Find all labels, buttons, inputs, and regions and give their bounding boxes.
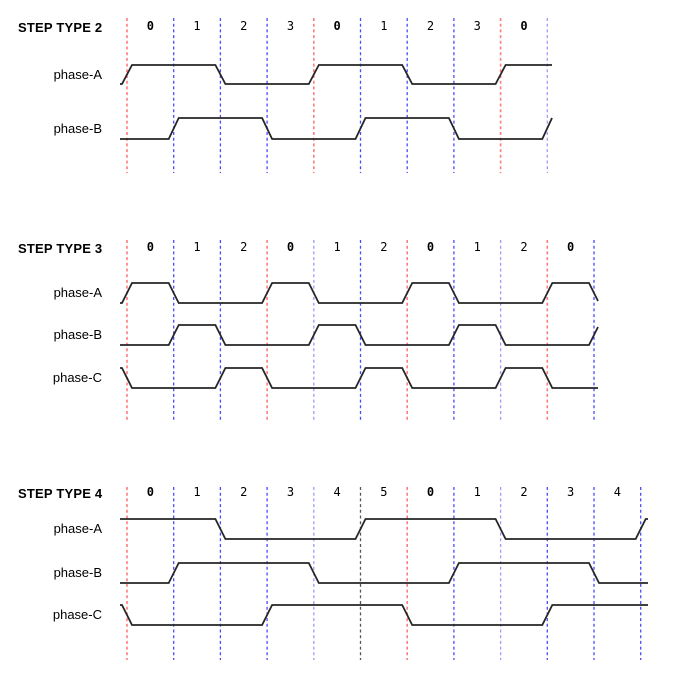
step-number: 2 (240, 485, 248, 499)
step-number: 4 (333, 485, 341, 499)
waveform-phase-a (120, 518, 648, 540)
waveform-phase-a (120, 282, 599, 304)
phase-label-phase-a: phase-A (53, 285, 102, 300)
waveform-phase-b (120, 324, 599, 346)
step-number: 1 (193, 240, 201, 254)
step-number: 0 (426, 240, 435, 254)
step-number: 0 (333, 19, 341, 33)
step-number: 3 (567, 485, 575, 499)
waveform-phase-b (120, 117, 553, 140)
step-number: 2 (380, 240, 388, 254)
step-number: 1 (333, 240, 341, 254)
phase-label-phase-b: phase-B (53, 327, 102, 342)
step-number: 4 (613, 485, 621, 499)
step-number: 2 (520, 485, 528, 499)
waveform-phase-c (120, 604, 648, 626)
step-number: 3 (473, 19, 481, 33)
waveform-phase-b (120, 562, 648, 584)
step-number: 0 (426, 485, 435, 499)
step-number: 1 (473, 240, 481, 254)
step-number: 0 (286, 240, 295, 254)
step-number: 1 (193, 19, 201, 33)
waveform-phase-c (120, 367, 598, 389)
section-title: STEP TYPE 2 (18, 20, 103, 35)
section-title: STEP TYPE 4 (18, 486, 103, 501)
step-number: 2 (520, 240, 528, 254)
step-number: 0 (146, 485, 154, 499)
step-number: 0 (146, 240, 154, 254)
section-title: STEP TYPE 3 (18, 241, 103, 256)
step-number: 0 (520, 19, 528, 33)
step-number: 2 (240, 240, 248, 254)
step-number: 3 (286, 485, 295, 499)
step-number: 0 (567, 240, 575, 254)
phase-label-phase-c: phase-C (52, 370, 102, 385)
step-number: 2 (426, 19, 435, 33)
step-number: 1 (193, 485, 201, 499)
step-number: 5 (380, 485, 388, 499)
step-number: 1 (380, 19, 388, 33)
waveform-phase-a (120, 64, 552, 85)
phase-label-phase-a: phase-A (53, 521, 102, 536)
step-number: 0 (146, 19, 154, 33)
step-number: 3 (286, 19, 295, 33)
phase-label-phase-b: phase-B (53, 565, 102, 580)
phase-label-phase-c: phase-C (52, 607, 102, 622)
step-number: 1 (473, 485, 481, 499)
step-number: 2 (240, 19, 248, 33)
phase-label-phase-b: phase-B (53, 120, 102, 136)
phase-label-phase-a: phase-A (53, 66, 102, 82)
